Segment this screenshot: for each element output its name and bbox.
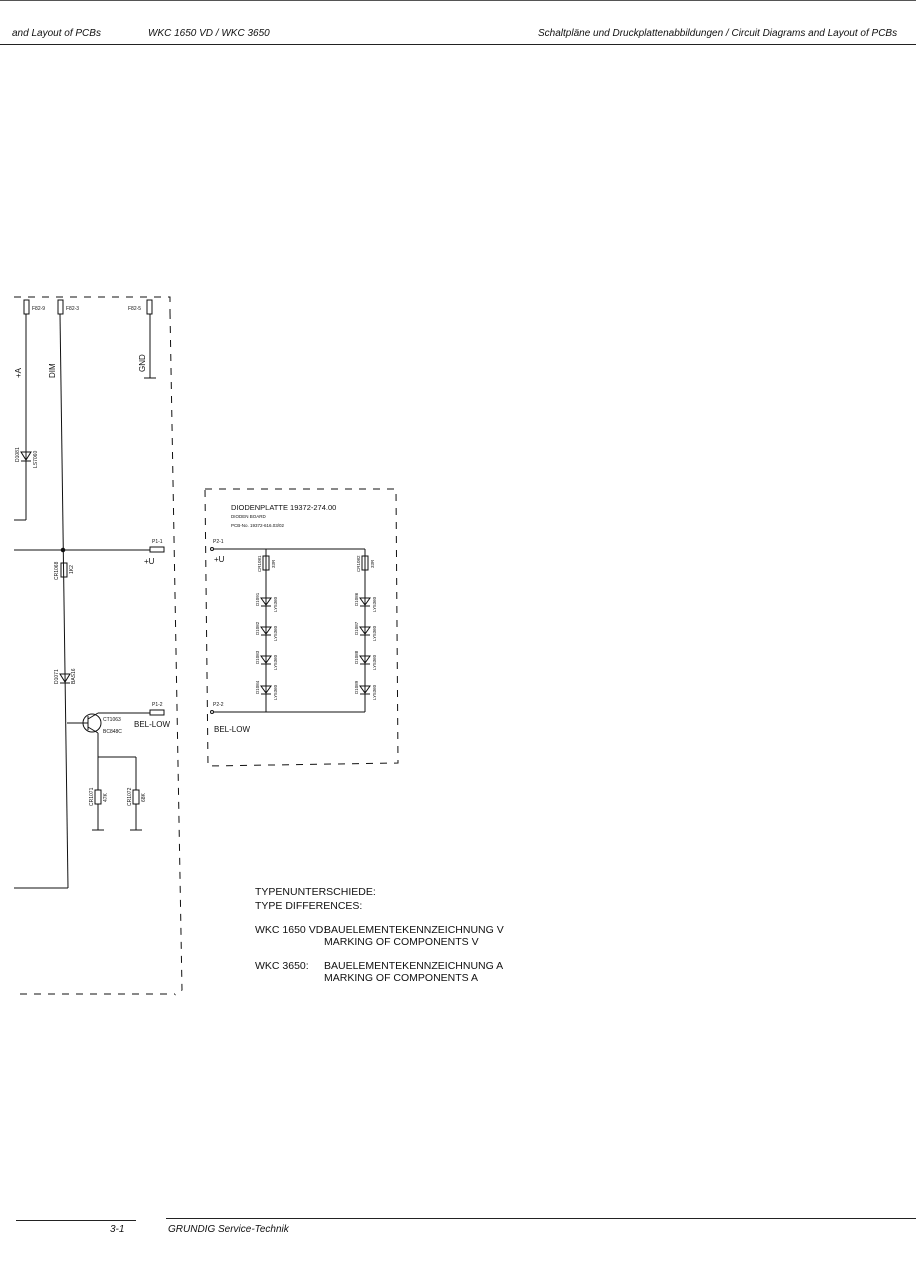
label-ls7060: LS7060 — [33, 451, 39, 468]
left-board-border-top — [14, 296, 171, 312]
label-cr1068-value: 1K2 — [69, 565, 75, 574]
label-cr1072: CR1072 — [127, 787, 133, 806]
wire-dim — [59, 313, 69, 889]
notes-heading-en: TYPE DIFFERENCES: — [255, 900, 363, 912]
notes-row1-model: WKC 1650 VD: — [255, 924, 327, 936]
led-d1082-symbol — [260, 626, 272, 635]
label-f82-5: F82-5 — [128, 306, 141, 312]
connector-f82-9 — [23, 299, 30, 315]
label-cr1081: CR1081 — [257, 555, 262, 572]
label-d1087: D1087 — [354, 621, 359, 635]
label-cr1068: CR1068 — [54, 561, 60, 580]
pin-p1-1-symbol — [149, 546, 165, 553]
label-led-type-8: LY5360 — [372, 684, 377, 700]
led-d1087-symbol — [359, 626, 371, 635]
resistor-cr1072-symbol — [132, 789, 140, 805]
label-led-type-7: LY5360 — [372, 654, 377, 670]
led-d1091-symbol — [260, 597, 272, 606]
label-plus-a: +A — [14, 367, 23, 378]
label-plus-u-board: +U — [214, 555, 225, 564]
label-ct1063: CT1063 — [103, 717, 121, 723]
diode-board-subtitle: DIODEN BOARD — [231, 514, 267, 519]
label-d1083: D1083 — [255, 650, 260, 664]
label-cr1082: CR1082 — [356, 555, 361, 572]
label-led-type-4: LY5360 — [273, 684, 278, 700]
label-bel-low-left: BEL-LOW — [134, 720, 170, 729]
diode-board-border — [204, 488, 399, 767]
header-rule — [0, 44, 916, 45]
led-d1088-symbol — [359, 655, 371, 664]
diode-board — [204, 488, 399, 767]
led-d1084-symbol — [260, 685, 272, 694]
header-model: WKC 1650 VD / WKC 3650 — [148, 28, 270, 39]
label-cr1072-value: 68K — [141, 792, 147, 802]
label-bc848c: BC848C — [103, 729, 122, 735]
label-d1081: D1081 — [15, 447, 21, 462]
label-f82-9: F82-9 — [32, 306, 45, 312]
footer-rule — [166, 1218, 916, 1219]
led-d1083-symbol — [260, 655, 272, 664]
label-plus-u-left: +U — [144, 557, 155, 566]
label-d1084: D1084 — [255, 680, 260, 694]
resistor-cr1082-symbol — [361, 555, 369, 571]
label-d1088: D1088 — [354, 650, 359, 664]
header-title: Schaltpläne und Druckplattenabbildungen … — [538, 28, 898, 39]
notes-row2-en: MARKING OF COMPONENTS A — [324, 972, 479, 984]
connector-f82-5 — [146, 299, 153, 315]
label-cr1081-value: 33R — [271, 559, 276, 568]
resistor-cr1071-symbol — [94, 789, 102, 805]
pin-p1-2-symbol — [149, 709, 165, 716]
led-d1086-symbol — [359, 597, 371, 606]
label-led-type-2: LY5360 — [273, 625, 278, 641]
notes-row1-en: MARKING OF COMPONENTS V — [324, 936, 479, 948]
label-bas16: BAS16 — [71, 668, 77, 684]
notes-row2-model: WKC 3650: — [255, 960, 309, 972]
notes-row2-de: BAUELEMENTEKENNZEICHNUNG A — [324, 960, 504, 972]
label-cr1071-value: 47K — [103, 792, 109, 802]
diode-d1071-symbol — [59, 673, 71, 683]
label-led-type-5: LY5360 — [372, 596, 377, 612]
diode-board-title: DIODENPLATTE 19372-274.00 — [231, 503, 336, 512]
footer-page-number: 3-1 — [110, 1224, 125, 1235]
label-cr1082-value: 33R — [370, 559, 375, 568]
label-gnd: GND — [138, 354, 147, 372]
resistor-cr1068-symbol — [60, 562, 68, 578]
label-led-type-6: LY5360 — [372, 625, 377, 641]
label-cr1071: CR1071 — [89, 787, 95, 806]
label-p1-2: P1-2 — [152, 702, 163, 708]
notes-heading-de: TYPENUNTERSCHIEDE: — [255, 886, 376, 898]
left-board — [14, 296, 183, 996]
label-d1071: D1071 — [54, 669, 60, 684]
label-led-type-1: LY5360 — [273, 596, 278, 612]
footer-rule-left — [16, 1220, 136, 1221]
label-f82-3: F82-3 — [66, 306, 79, 312]
label-d1089: D1089 — [354, 680, 359, 694]
led-d1081-symbol — [20, 451, 32, 461]
label-p1-1: P1-1 — [152, 539, 163, 545]
label-dim: DIM — [48, 363, 57, 378]
connector-f82-3 — [57, 299, 64, 315]
label-d1082: D1082 — [255, 621, 260, 635]
led-d1089-symbol — [359, 685, 371, 694]
diode-board-pcb-no: PCB-No. 19372-616.03/02 — [231, 523, 285, 528]
label-p2-2: P2-2 — [213, 702, 224, 708]
label-led-type-3: LY5360 — [273, 654, 278, 670]
left-board-border-right — [169, 311, 183, 996]
footer-brand: GRUNDIG Service-Technik — [168, 1224, 289, 1235]
notes-row1-de: BAUELEMENTEKENNZEICHNUNG V — [324, 924, 504, 936]
label-bel-low-board: BEL-LOW — [214, 725, 250, 734]
label-p2-1: P2-1 — [213, 539, 224, 545]
header-left: and Layout of PCBs — [12, 28, 101, 39]
top-border-line — [0, 0, 916, 1]
resistor-cr1081-symbol — [262, 555, 270, 571]
label-d1091: D1091 — [255, 592, 260, 606]
label-d1086: D1086 — [354, 592, 359, 606]
